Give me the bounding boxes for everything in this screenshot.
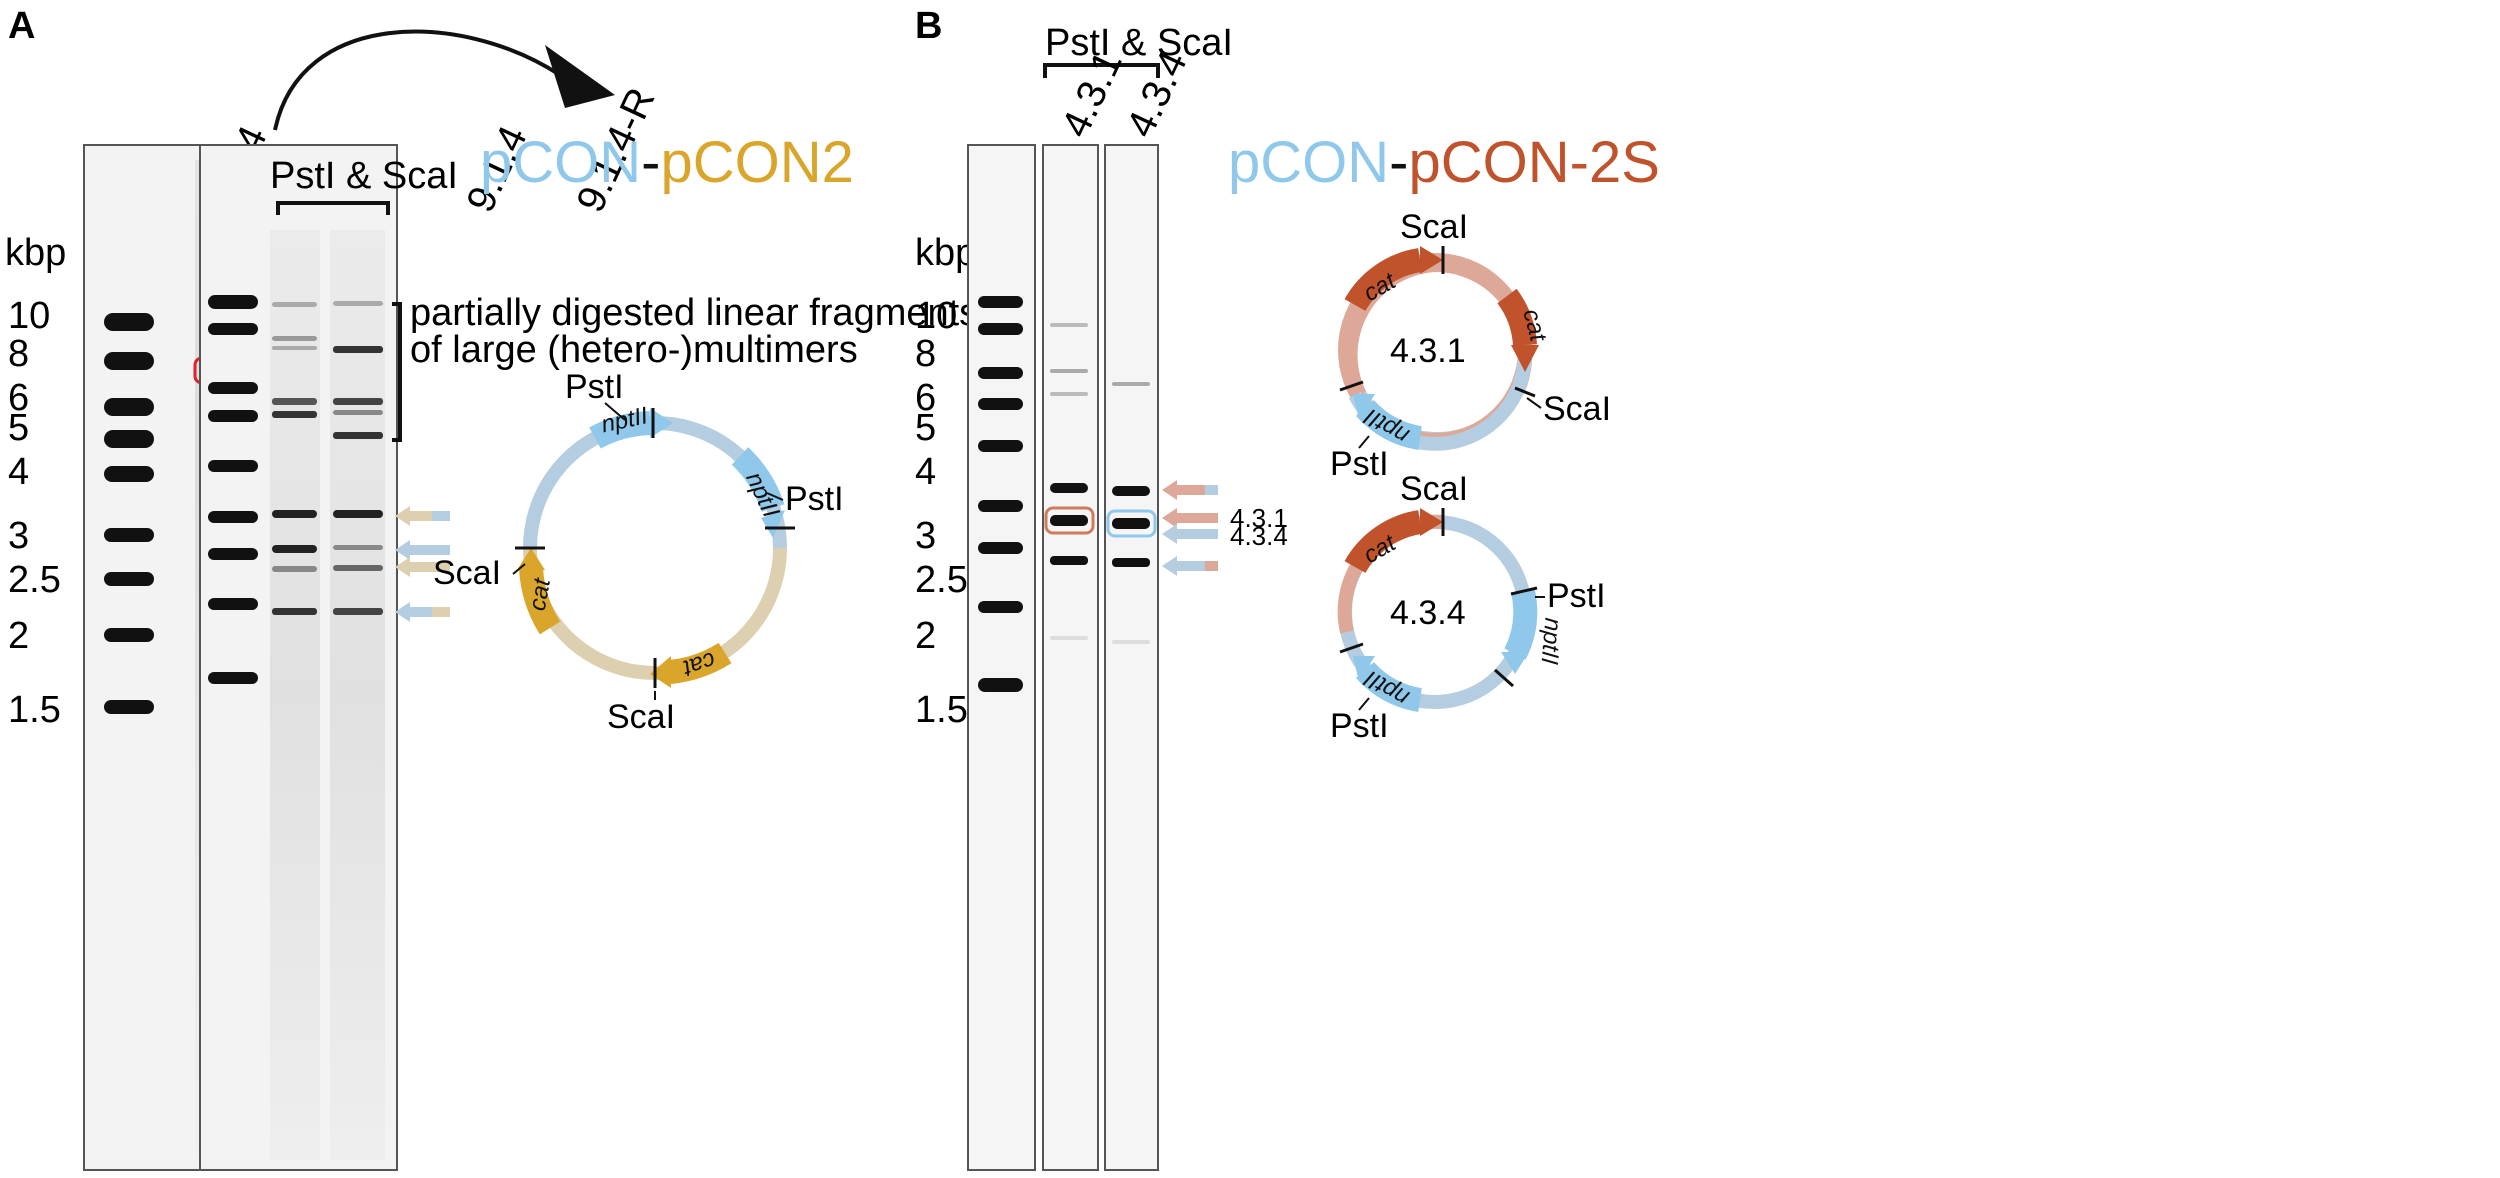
panel-b-title: pCON-pCON-2S: [1228, 130, 1660, 195]
kbp-label-a: kbp: [5, 232, 66, 274]
ladder-size-labels-a: 10 8 6 5 4 3 2.5 2 1.5: [8, 295, 61, 731]
gel-frame: [967, 144, 1036, 1171]
partial-digest-text-1: partially digested linear fragments: [410, 292, 978, 334]
title-pcon2: pCON2: [660, 130, 853, 195]
panel-a-letter: A: [8, 5, 35, 47]
gene-nptII-2: [731, 447, 785, 513]
site-label: ScaI: [1400, 208, 1468, 246]
band-arrows-b: [1162, 480, 1218, 576]
band-arrows-a: [395, 506, 450, 622]
plasmid-a: nptII nptII cat cat PstI PstI ScaI ScaI: [433, 368, 844, 736]
digest-bracket-b: [1043, 63, 1160, 78]
digest-bracket-a: [276, 201, 390, 215]
gel-frame: [1042, 144, 1099, 1171]
curved-arrow-head: [545, 45, 615, 108]
gene-cat-1: [519, 566, 561, 635]
size-label: 4: [8, 451, 29, 493]
plasmid-b2: cat nptII nptII 4.3.4 ScaI PstI PstI: [1330, 470, 1606, 745]
ladder-size-labels-b: 10 8 6 5 4 3 2.5 2 1.5: [915, 295, 968, 731]
size-label: 1.5: [915, 689, 968, 731]
size-label: 3: [915, 515, 936, 557]
site-label: PstI: [1330, 445, 1389, 483]
plasmid-name: 4.3.1: [1390, 332, 1466, 370]
band-arrow: [1162, 508, 1218, 528]
site-label: ScaI: [607, 698, 675, 736]
title-sep: -: [1389, 130, 1408, 195]
title-pcon2s: pCON-2S: [1408, 130, 1659, 195]
partial-digest-bracket: [392, 302, 402, 442]
arrow-label: 4.3.1: [1230, 503, 1288, 533]
gene-cat-2: [668, 642, 732, 684]
size-label: 6: [8, 377, 29, 419]
highlight-box: [1106, 509, 1157, 538]
gene-label: cat: [524, 575, 556, 613]
gel-frame: [1104, 144, 1159, 1171]
size-label: 2: [8, 615, 29, 657]
band-arrow: [395, 557, 450, 577]
band-arrow: [395, 602, 450, 622]
panel-a-title: pCON-pCON2: [480, 130, 854, 195]
size-label: 2.5: [915, 559, 968, 601]
arrow-label: 4.3.4: [1230, 521, 1288, 551]
gene-nptII-1: [589, 411, 651, 449]
size-label: 8: [915, 333, 936, 375]
band-arrow: [1162, 480, 1218, 500]
sample-bands-a2a: [272, 302, 317, 615]
gel-b-lane2: [1104, 144, 1159, 1171]
site-label: ScaI: [1400, 470, 1468, 508]
ladder-bands-a2: [208, 295, 258, 684]
title-sep: -: [641, 130, 660, 195]
panel-b-letter: B: [915, 5, 942, 47]
site-label: ScaI: [1543, 390, 1611, 428]
sample-bands-a2b: [333, 301, 383, 615]
site-label: ScaI: [433, 554, 501, 592]
band-arrow: [1162, 524, 1218, 544]
digest-label-a: PstI & ScaI: [270, 155, 458, 197]
highlight-box: [1044, 506, 1095, 535]
size-label: 3: [8, 515, 29, 557]
kbp-label-b: kbp: [915, 232, 976, 274]
size-label: 2: [915, 615, 936, 657]
partial-digest-text-2: of large (hetero-)multimers: [410, 329, 858, 371]
plasmid-name: 4.3.4: [1390, 594, 1466, 632]
site-label: PstI: [1330, 707, 1389, 745]
title-pcon: pCON: [1228, 130, 1389, 195]
title-pcon: pCON: [480, 130, 641, 195]
size-label: 4: [915, 451, 936, 493]
digest-label-b: PstI & ScaI: [1045, 22, 1233, 64]
size-label: 8: [8, 333, 29, 375]
ladder-bands-a1: [104, 313, 154, 714]
band-arrow: [395, 540, 450, 560]
gene-label: nptII: [1535, 617, 1566, 666]
site-label: PstI: [565, 368, 624, 406]
band-arrow: [1162, 556, 1218, 576]
gel-b-lane1: [1042, 144, 1099, 1171]
curved-arrow: [273, 29, 562, 131]
size-label: 2.5: [8, 559, 61, 601]
size-label: 5: [915, 407, 936, 449]
band-arrow: [395, 506, 450, 526]
gel-a2: PstI & ScaI: [199, 144, 458, 1171]
site-label: PstI: [1547, 577, 1606, 615]
size-label: 1.5: [8, 689, 61, 731]
gel-b-ladder: [967, 144, 1036, 1171]
site-label: PstI: [785, 480, 844, 518]
size-label: 6: [915, 377, 936, 419]
plasmid-b1: cat cat nptII 4.3.1 ScaI ScaI PstI: [1330, 208, 1611, 483]
size-label: 5: [8, 407, 29, 449]
size-label: 10: [915, 295, 957, 337]
size-label: 10: [8, 295, 50, 337]
